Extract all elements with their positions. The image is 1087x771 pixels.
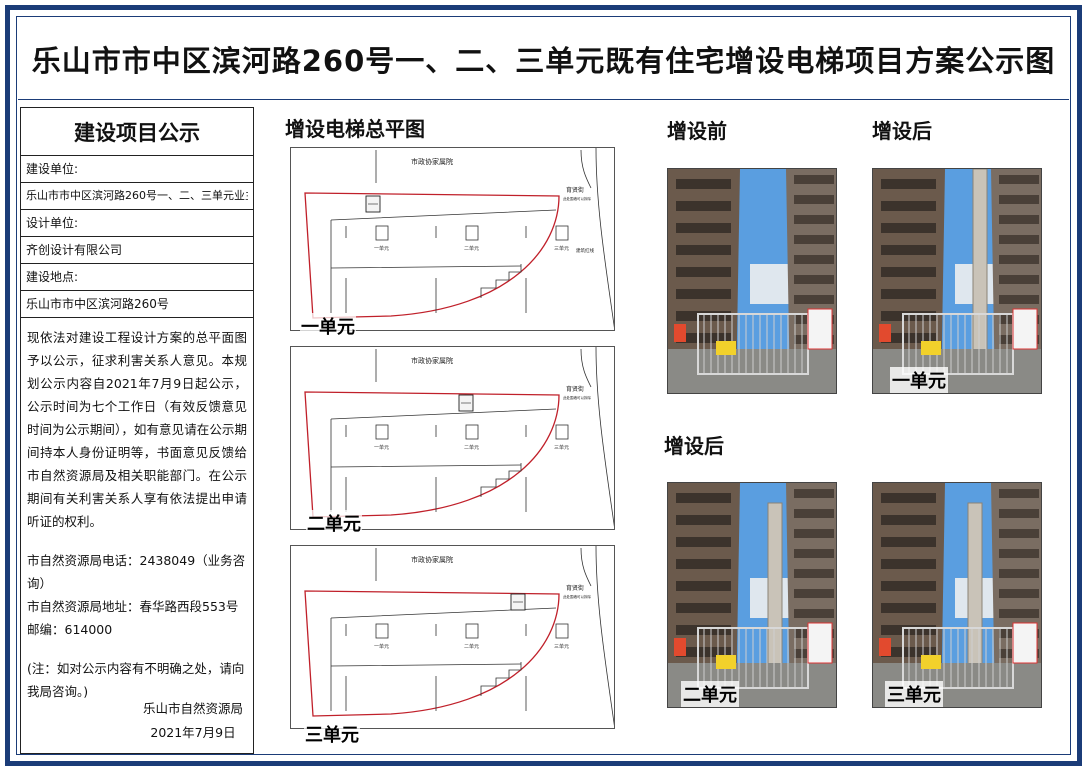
boundary-text: 此处围墙可以拆除 (563, 196, 591, 201)
site-label: 建设地点: (21, 267, 253, 291)
plan-heading: 增设电梯总平图 (285, 117, 425, 141)
sign-date: 2021年7月9日 (150, 725, 236, 740)
signature-block: 乐山市自然资源局 2021年7月9日 (143, 697, 243, 745)
site-value: 乐山市市中区滨河路260号 (26, 297, 169, 311)
notice-section: 现依法对建设工程设计方案的总平面图予以公示，征求利害关系人意见。本规划公示内容自… (21, 318, 253, 703)
site-plan-unit-3: 一单元 二单元 三单元 市政协家属院育贤街此处围墙可以拆除 (290, 545, 615, 729)
stair-mark (465, 424, 479, 440)
boundary-text: 此处围墙可以拆除 (563, 594, 591, 599)
street-text: 育贤街 (566, 385, 584, 393)
designer-label: 设计单位: (21, 213, 253, 237)
contact-info: 市自然资源局电话：2438049（业务咨询） 市自然资源局地址：春华路西段553… (27, 549, 247, 641)
signer-name: 乐山市自然资源局 (142, 701, 243, 716)
boundary-text: 此处围墙可以拆除 (563, 395, 591, 400)
street-text: 育贤街 (566, 186, 584, 194)
designer-block: 设计单位: 齐创设计有限公司 (21, 210, 253, 264)
photo-after-unit-1 (872, 168, 1042, 394)
after-heading-2: 增设后 (664, 434, 724, 458)
outer-frame (5, 5, 1082, 766)
unit-tag: 一单元 (374, 245, 389, 252)
unit-tag: 一单元 (374, 444, 389, 451)
plan-label-unit-2: 二单元 (306, 510, 362, 536)
builder-block: 建设单位: 乐山市市中区滨河路260号一、二、三单元业主 (21, 156, 253, 210)
postcode-line: 邮编：614000 (27, 622, 113, 637)
address-line: 市自然资源局地址：春华路西段553号 (27, 599, 239, 614)
notice-text: 现依法对建设工程设计方案的总平面图予以公示，征求利害关系人意见。本规划公示内容自… (27, 330, 247, 529)
stair-mark (555, 424, 569, 440)
stair-mark (375, 623, 389, 639)
phone-line: 市自然资源局电话：2438049（业务咨询） (27, 553, 246, 591)
photo-scene (668, 169, 836, 393)
info-heading: 建设项目公示 (21, 108, 253, 156)
builder-value: 乐山市市中区滨河路260号一、二、三单元业主 (26, 189, 248, 202)
unit-tag: 三单元 (554, 643, 569, 650)
info-panel: 建设项目公示 建设单位: 乐山市市中区滨河路260号一、二、三单元业主 设计单位… (20, 107, 254, 754)
photo-label-unit-1: 一单元 (890, 367, 948, 393)
title-bar: 乐山市市中区滨河路260号一、二、三单元既有住宅增设电梯项目方案公示图 (18, 18, 1069, 100)
stair-mark (375, 225, 389, 241)
street-text: 育贤街 (566, 584, 584, 592)
yard-text: 市政协家属院 (411, 555, 453, 564)
photo-after-unit-3 (872, 482, 1042, 708)
unit-tag: 二单元 (464, 643, 479, 650)
elevator-shaft (972, 169, 988, 360)
photo-scene (873, 483, 1041, 707)
stair-mark (375, 424, 389, 440)
site-block: 建设地点: 乐山市市中区滨河路260号 (21, 264, 253, 318)
unit-tag: 三单元 (554, 444, 569, 451)
distant-building (750, 264, 790, 304)
unit-tag: 二单元 (464, 444, 479, 451)
designer-value: 齐创设计有限公司 (26, 243, 123, 257)
note-text: (注：如对公示内容有不明确之处，请向我局咨询。) (27, 661, 245, 699)
photo-scene (668, 483, 836, 707)
photo-after-unit-2 (667, 482, 837, 708)
photo-before (667, 168, 837, 394)
stair-mark (555, 225, 569, 241)
photo-label-unit-3: 三单元 (885, 681, 943, 707)
inner-frame (16, 16, 1071, 755)
unit-tag: 二单元 (464, 245, 479, 252)
red-line-boundary (304, 391, 560, 518)
page-title: 乐山市市中区滨河路260号一、二、三单元既有住宅增设电梯项目方案公示图 (31, 43, 1056, 78)
yard-text: 市政协家属院 (411, 356, 453, 365)
photo-scene (873, 169, 1041, 393)
plan-label-unit-3: 三单元 (304, 721, 360, 747)
stair-mark (465, 225, 479, 241)
site-plan-unit-2: 一单元 二单元 三单元 市政协家属院育贤街此处围墙可以拆除 (290, 346, 615, 530)
stair-mark (555, 623, 569, 639)
plan-label-unit-1: 一单元 (300, 313, 356, 339)
unit-tag: 一单元 (374, 643, 389, 650)
photo-label-unit-2: 二单元 (681, 681, 739, 707)
red-line-text: 建筑红线 (576, 247, 594, 254)
site-plan-unit-1: 一单元 二单元 三单元 市政协家属院育贤街此处围墙可以拆除建筑红线 (290, 147, 615, 331)
red-line-boundary (304, 192, 560, 319)
stair-mark (465, 623, 479, 639)
builder-label: 建设单位: (21, 159, 253, 183)
red-line-boundary (304, 590, 560, 717)
unit-tag: 三单元 (554, 245, 569, 252)
yard-text: 市政协家属院 (411, 157, 453, 166)
before-heading: 增设前 (667, 119, 727, 143)
after-heading: 增设后 (872, 119, 932, 143)
